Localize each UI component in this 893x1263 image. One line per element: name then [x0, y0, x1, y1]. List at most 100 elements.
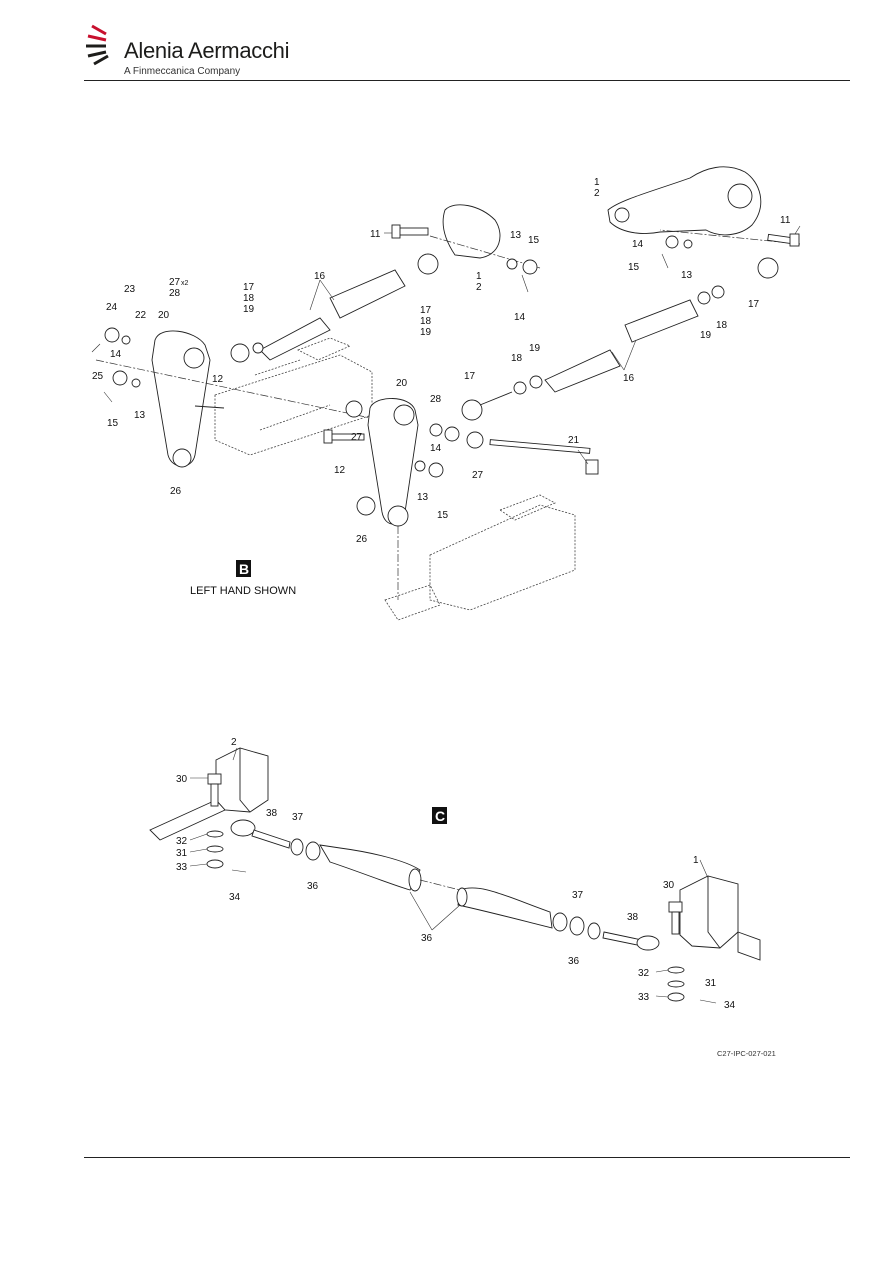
brand-subtitle: A Finmeccanica Company — [124, 66, 241, 77]
view-c-callouts: 2 30 38 37 32 31 33 36 34 36 1 30 37 38 … — [176, 737, 736, 1011]
nut-19 — [697, 291, 711, 305]
callout: 14 — [514, 312, 526, 323]
leader-line — [232, 747, 238, 761]
rod-end-38a — [230, 819, 256, 837]
spacer-28b — [444, 426, 460, 442]
leader-line — [309, 279, 321, 311]
callout: 20 — [396, 378, 408, 389]
callout: 13 — [134, 410, 146, 421]
rod-end-38a-shank — [251, 829, 291, 849]
callout: 36 — [568, 956, 580, 967]
callout: 25 — [92, 371, 104, 382]
callout: 28 — [430, 394, 442, 405]
callout: 34 — [724, 1000, 736, 1011]
callout: 2 — [476, 282, 482, 293]
nut-36a — [305, 841, 321, 861]
rod-end-26 — [356, 496, 376, 516]
bracket-2-rail — [149, 799, 226, 841]
cotter-pin — [521, 274, 529, 293]
callout: 37 — [292, 812, 304, 823]
washer-13b — [414, 460, 426, 472]
footer-rule — [84, 1157, 850, 1158]
nut-15 — [522, 259, 538, 275]
rod-end-38b-shank — [602, 931, 643, 947]
callout: 18 — [420, 316, 432, 327]
upper-rod-left — [259, 317, 331, 361]
rod-end-17 — [417, 253, 439, 275]
callout: 15 — [107, 418, 119, 429]
leader-line — [189, 833, 208, 841]
callout: 2 — [231, 737, 237, 748]
callout: 11 — [780, 215, 791, 226]
callout: 26 — [170, 486, 182, 497]
callout: 19 — [529, 343, 541, 354]
callout: 13 — [510, 230, 522, 241]
callout: 1 — [476, 271, 482, 282]
bellcrank-left-lower — [172, 448, 192, 468]
callout: 22 — [135, 310, 147, 321]
clevis-ghost — [384, 584, 441, 621]
castle-nut — [665, 235, 679, 249]
view-b-callouts: 1 2 11 11 14 15 13 17 13 15 1 2 14 16 17… — [92, 177, 791, 545]
bracket-part-center — [442, 204, 501, 259]
washer-31b — [667, 980, 685, 988]
nut-36b — [552, 912, 568, 932]
callout: 34 — [229, 892, 241, 903]
right-rod-right — [624, 299, 699, 343]
bellcrank-center-lower — [387, 505, 409, 527]
callout: 37 — [572, 890, 584, 901]
callout: 12 — [334, 465, 346, 476]
tube-36-left — [319, 844, 421, 891]
bolt-30a-head — [207, 773, 222, 785]
callout: 32 — [176, 836, 188, 847]
rod-shank — [479, 391, 513, 406]
leader-line — [189, 848, 208, 853]
callout: 21 — [568, 435, 580, 446]
callout: 31 — [705, 978, 717, 989]
callout: 19 — [243, 304, 255, 315]
nut-18b — [513, 381, 527, 395]
callout: 17 — [420, 305, 432, 316]
bracket-1-rail — [737, 931, 761, 961]
callout: 11 — [370, 229, 381, 240]
leader-line — [794, 225, 801, 235]
bolt-part — [767, 233, 793, 245]
nut-37a — [290, 838, 304, 856]
bellcrank-left-bore — [183, 347, 205, 369]
cotter-pin-34a — [231, 869, 247, 873]
bellcrank-center-bore — [393, 404, 415, 426]
callout: 23 — [124, 284, 136, 295]
bolt-30a — [210, 783, 219, 807]
company-logo — [84, 20, 304, 82]
washer-32b — [667, 966, 685, 974]
cotter-pin-34b — [699, 999, 717, 1004]
right-rod-left — [544, 349, 621, 393]
callout: 14 — [430, 443, 442, 454]
cotter-pin — [103, 391, 113, 403]
rod-end-38b — [636, 935, 660, 951]
washer-31a — [206, 845, 224, 853]
washer-22 — [121, 335, 131, 345]
actuator-ghost-lines — [254, 359, 331, 431]
callout: 20 — [158, 310, 170, 321]
spacer-28 — [429, 423, 443, 437]
bolt-11 — [397, 227, 429, 236]
callout: 15 — [437, 510, 449, 521]
tube-36-break-left — [408, 868, 422, 892]
callout: 31 — [176, 848, 188, 859]
nut-18 — [711, 285, 725, 299]
callout: 17 — [243, 282, 255, 293]
bolt-12b-head — [323, 429, 333, 444]
callout: 26 — [356, 534, 368, 545]
callout: 16 — [314, 271, 326, 282]
callout: 2 — [594, 188, 600, 199]
callout: 18 — [511, 353, 523, 364]
nut-36c — [587, 922, 601, 940]
callout: 12 — [212, 374, 224, 385]
callout: 17 — [748, 299, 760, 310]
bolt-head — [789, 233, 800, 247]
view-b-marker — [236, 560, 251, 577]
leader-line — [699, 859, 709, 879]
bellcrank-center — [367, 398, 419, 525]
